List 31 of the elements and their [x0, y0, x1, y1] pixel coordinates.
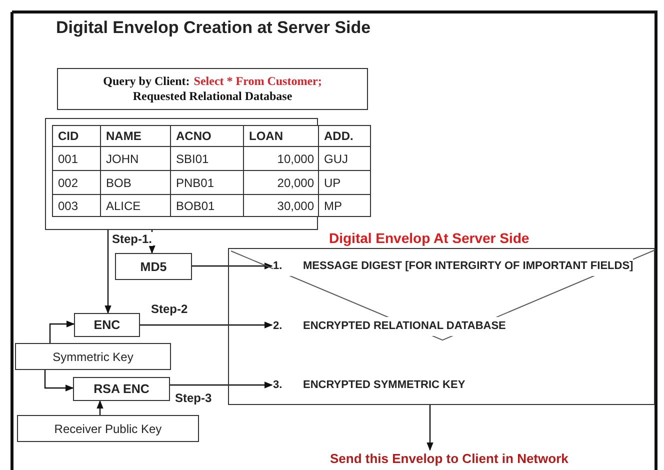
table-cell: 003 [52, 194, 101, 217]
query-box [57, 68, 368, 110]
edge-label: Step-1. [111, 232, 154, 246]
key-box: Receiver Public Key [17, 415, 199, 442]
envelope-heading: Digital Envelop At Server Side [329, 230, 530, 246]
arrow [96, 400, 104, 415]
edge-label: Step-3 [174, 391, 213, 405]
process-box: RSA ENC [73, 377, 170, 401]
arrow [192, 262, 273, 270]
query-label: Query by Client: [103, 74, 190, 88]
table-cell: MP [318, 194, 371, 217]
column-header: CID [52, 125, 101, 147]
process-box: MD5 [115, 253, 192, 280]
arrow [49, 320, 75, 343]
item-text: MESSAGE DIGEST [FOR INTERGIRTY OF IMPORTANT FIELDS] [303, 257, 634, 276]
send-note: Send this Envelop to Client in Network [330, 451, 568, 466]
key-box: Symmetric Key [15, 343, 171, 370]
column-header: LOAN [243, 125, 319, 147]
arrow [104, 230, 112, 314]
arrow [426, 405, 434, 451]
edge-label: Step-2 [150, 302, 189, 316]
arrow [44, 370, 74, 392]
title: Digital Envelop Creation at Server Side [56, 18, 371, 38]
query-text: Select * From Customer; [194, 74, 322, 88]
arrow [170, 382, 273, 388]
arrow [140, 322, 273, 328]
item-text: ENCRYPTED RELATIONAL DATABASE [303, 317, 506, 336]
table-cell: 30,000 [243, 194, 319, 217]
column-header: ADD. [318, 125, 371, 147]
process-box: ENC [74, 313, 140, 337]
query-label: Requested Relational Database [132, 89, 292, 104]
